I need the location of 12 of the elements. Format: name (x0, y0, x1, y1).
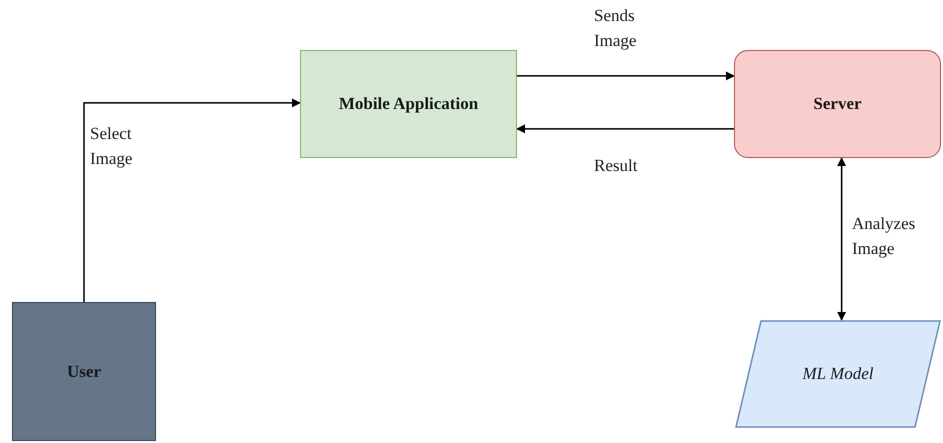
process-box (734, 50, 941, 158)
arrow (516, 124, 734, 134)
node-label: Server (813, 94, 862, 114)
node-label: ML Model (802, 364, 874, 384)
arrow (83, 98, 301, 302)
arrow (517, 71, 735, 80)
process-box (300, 50, 517, 158)
actor-box (12, 302, 156, 441)
node-label: User (67, 362, 101, 382)
arrow (837, 157, 846, 321)
node-label: Mobile Application (338, 94, 478, 114)
data-parallelogram (735, 320, 941, 428)
